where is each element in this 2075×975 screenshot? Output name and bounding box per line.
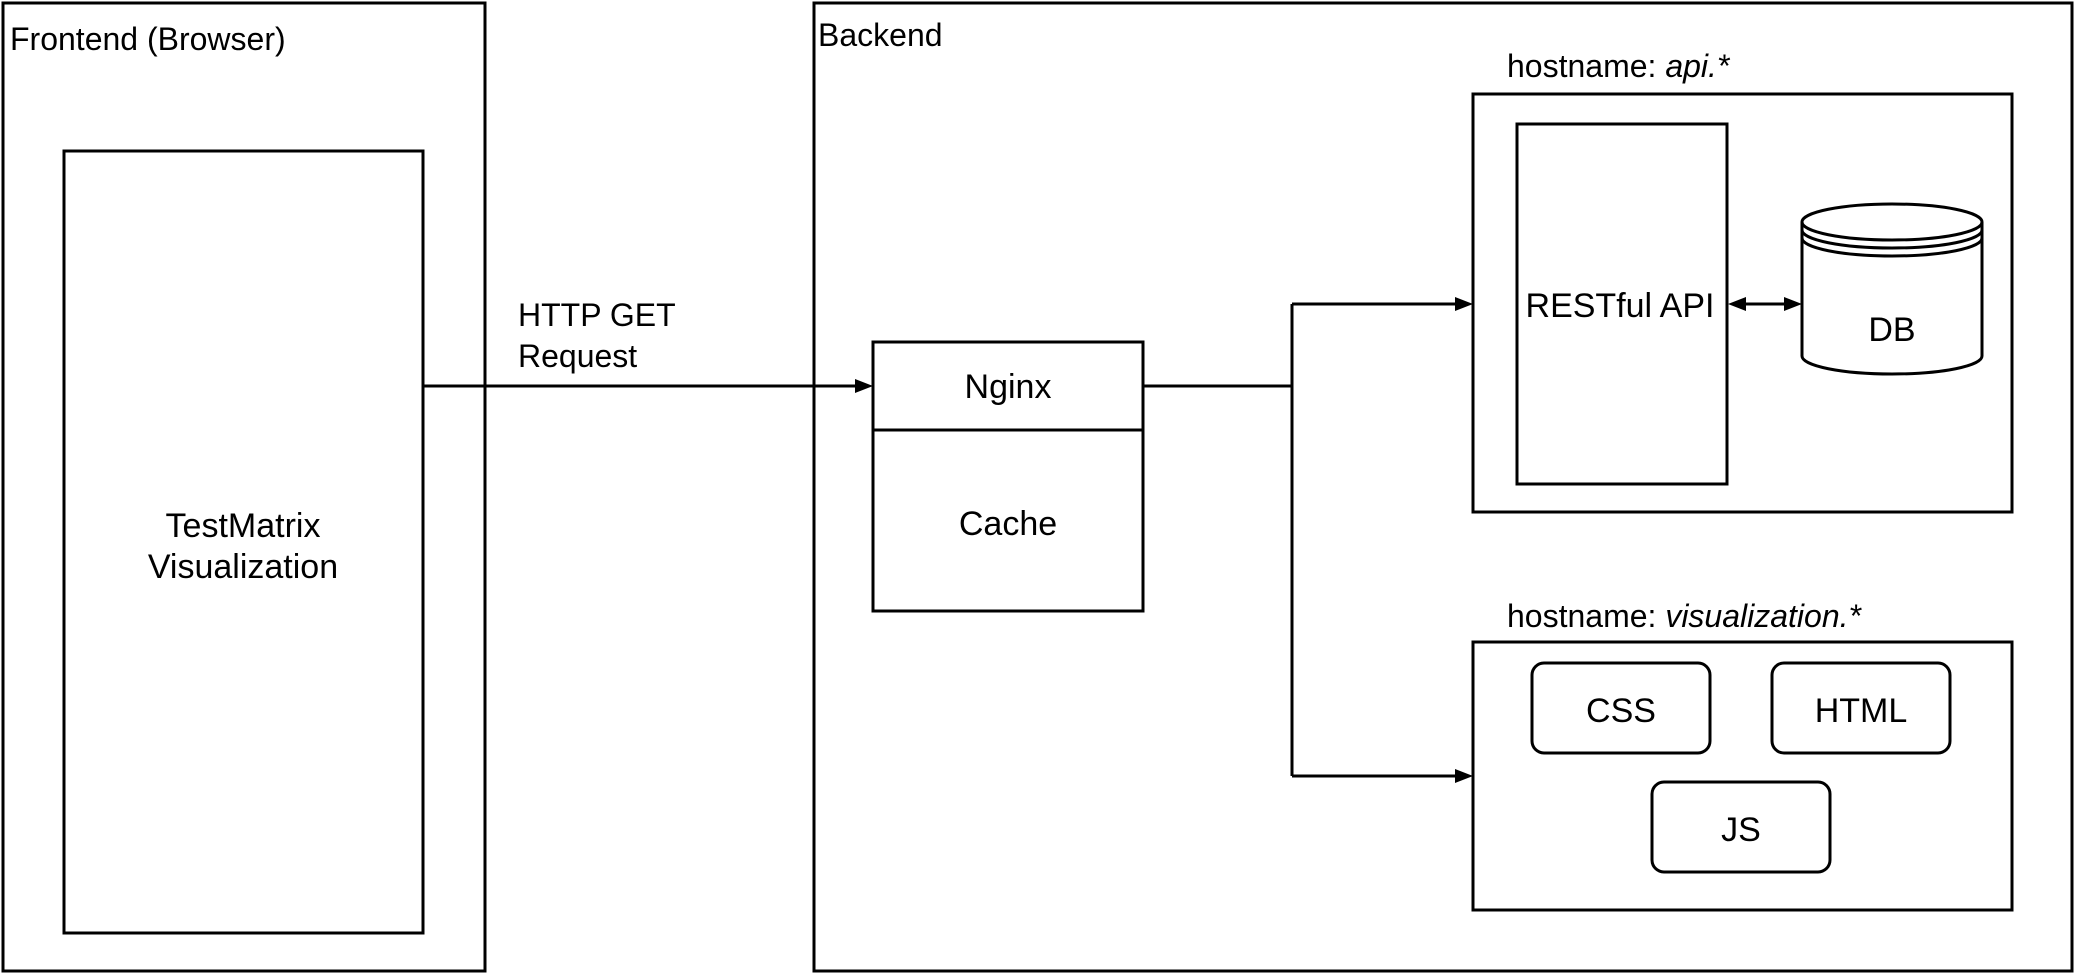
http-get-edge: HTTP GET Request <box>423 297 873 393</box>
db-cylinder-ring-2 <box>1800 237 1984 258</box>
js-node: JS <box>1650 780 1832 874</box>
restful-api-box <box>1515 122 1729 486</box>
cache-node: Cache <box>871 428 1145 613</box>
cache-label: Cache <box>959 505 1057 543</box>
html-node: HTML <box>1770 661 1952 755</box>
nginx-label: Nginx <box>965 368 1052 406</box>
testmatrix-box <box>62 149 425 935</box>
viz-host-label: hostname: visualization.* <box>1507 598 1863 634</box>
js-box <box>1650 780 1832 874</box>
cache-box <box>871 428 1145 613</box>
css-box <box>1530 661 1712 755</box>
viz-host-label-value: visualization.* <box>1665 598 1862 634</box>
nginx-node: Nginx <box>871 340 1145 432</box>
http-get-arrowhead <box>855 379 873 393</box>
api-host-label-value: api.* <box>1665 48 1731 84</box>
backend-group-label: Backend <box>818 17 943 53</box>
api-host-label-prefix: hostname: <box>1507 48 1665 84</box>
db-node: DB <box>1800 202 1984 376</box>
restful-api-label: RESTful API <box>1526 287 1715 325</box>
html-label: HTML <box>1815 692 1908 730</box>
nginx-router-connector <box>1143 297 1473 783</box>
db-cylinder-ring-1 <box>1800 229 1984 250</box>
testmatrix-node: TestMatrix Visualization <box>62 149 425 935</box>
frontend-group-label: Frontend (Browser) <box>10 21 286 57</box>
db-label: DB <box>1868 311 1915 349</box>
db-cylinder-body <box>1800 222 1984 376</box>
db-cylinder-top <box>1800 202 1984 242</box>
backend-group: Backend Nginx Cache hostname: api.* REST… <box>812 1 2074 973</box>
html-box <box>1770 661 1952 755</box>
to-api-arrowhead <box>1455 297 1473 311</box>
viz-host-label-prefix: hostname: <box>1507 598 1665 634</box>
api-host-label: hostname: api.* <box>1507 48 1731 84</box>
api-host-group: hostname: api.* RESTful API DB <box>1471 48 2014 514</box>
api-db-arrowhead-right <box>1784 297 1802 311</box>
http-get-label-line2: Request <box>518 338 637 374</box>
css-label: CSS <box>1586 692 1656 730</box>
testmatrix-label-line2: Visualization <box>148 548 338 586</box>
http-get-label-line1: HTTP GET <box>518 297 676 333</box>
frontend-group: Frontend (Browser) TestMatrix Visualizat… <box>1 1 487 973</box>
js-label: JS <box>1721 811 1761 849</box>
css-node: CSS <box>1530 661 1712 755</box>
viz-host-group: hostname: visualization.* CSS HTML JS <box>1471 598 2014 912</box>
to-viz-arrowhead <box>1455 769 1473 783</box>
restful-api-node: RESTful API <box>1515 122 1729 486</box>
api-db-connector <box>1728 297 1802 311</box>
testmatrix-label-line1: TestMatrix <box>166 507 321 545</box>
api-db-arrowhead-left <box>1728 297 1746 311</box>
